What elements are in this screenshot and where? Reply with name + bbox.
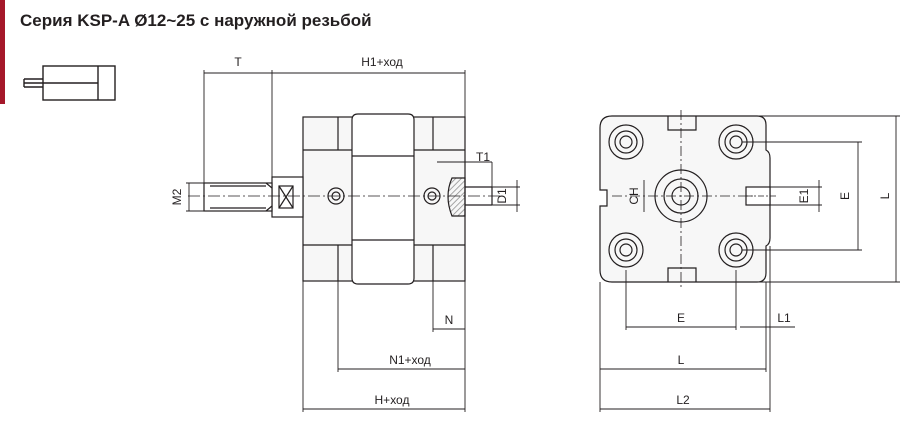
- threaded-rod: [203, 182, 273, 212]
- accent-bar: [0, 0, 5, 104]
- dim-E1: E1: [797, 188, 811, 203]
- section-hatch: [447, 177, 466, 217]
- page-title: Серия KSP-A Ø12~25 с наружной резьбой: [20, 11, 372, 30]
- dim-N: N: [445, 313, 454, 327]
- dim-E-horizontal: E: [677, 311, 685, 325]
- side-view: [188, 113, 500, 285]
- side-dimensions: [186, 70, 520, 412]
- dim-L2: L2: [676, 393, 690, 407]
- front-view: [599, 110, 776, 288]
- dim-L-vertical: L: [878, 192, 892, 199]
- dim-D1: D1: [495, 188, 509, 204]
- bolt-icon: [608, 124, 644, 160]
- dim-M2: M2: [170, 188, 184, 205]
- dim-T1: T1: [476, 150, 490, 164]
- dim-T: T: [234, 55, 242, 69]
- dim-L1: L1: [777, 311, 791, 325]
- bolt-icon: [608, 232, 644, 268]
- dim-H1-stroke: H1+ход: [361, 55, 403, 69]
- dim-L-horizontal: L: [678, 353, 685, 367]
- cylinder-symbol-icon: [23, 65, 116, 101]
- dim-E-vertical: E: [838, 192, 852, 200]
- front-dimensions: [599, 115, 900, 412]
- dim-CH: CH: [627, 187, 641, 204]
- dim-N1-stroke: N1+ход: [389, 353, 431, 367]
- dim-H-stroke: H+ход: [375, 393, 410, 407]
